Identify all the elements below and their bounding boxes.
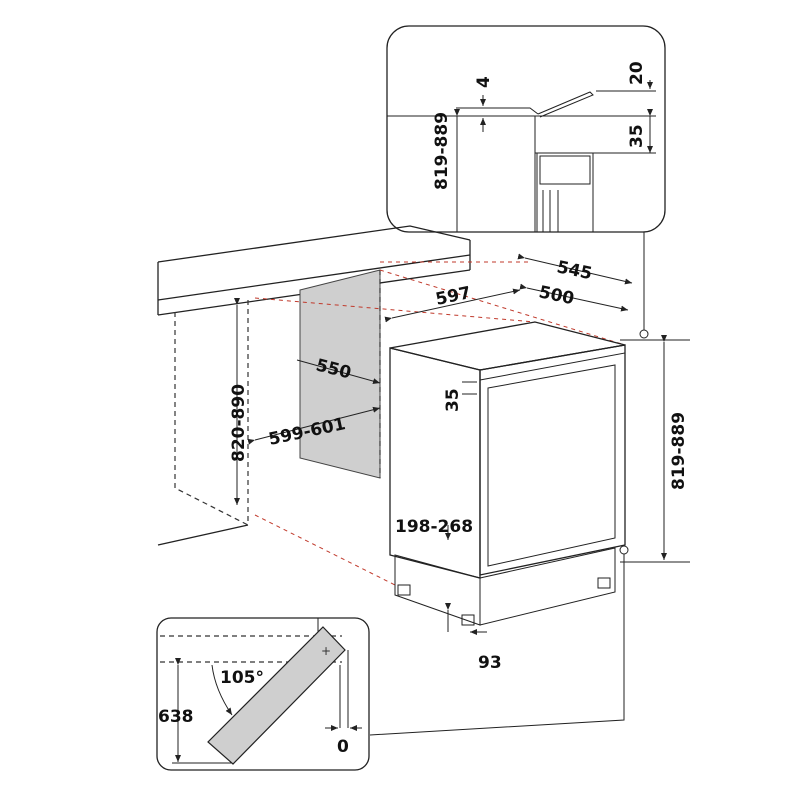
plinth-height-label: 198-268	[395, 517, 473, 537]
detail-door-offset-label: 20	[627, 61, 647, 85]
refrigerator	[389, 321, 626, 626]
detail-panel-label: 35	[627, 124, 647, 148]
door-height-label: 638	[158, 707, 194, 727]
appliance-height-label: 819-889	[669, 412, 689, 490]
plinth-depth-label: 93	[478, 653, 502, 673]
clearance-label: 0	[337, 737, 349, 757]
dimensions: 597 545 500 550 599-601 820-890 35 819-8…	[229, 253, 690, 736]
top-panel-label: 35	[443, 388, 463, 412]
svg-text:+: +	[321, 644, 331, 658]
detail-gap-label: 4	[474, 76, 494, 88]
width-label: 597	[434, 283, 473, 310]
niche-height-label: 820-890	[229, 384, 249, 462]
detail-height-label: 819-889	[432, 112, 452, 190]
bottom-detail-inset: + 105° 638 0	[156, 617, 370, 771]
depth-label: 545	[555, 257, 594, 284]
body-depth-label: 500	[537, 282, 576, 309]
top-detail-inset: 819-889 4 20 35	[386, 25, 666, 339]
door-angle-label: 105°	[220, 668, 264, 688]
